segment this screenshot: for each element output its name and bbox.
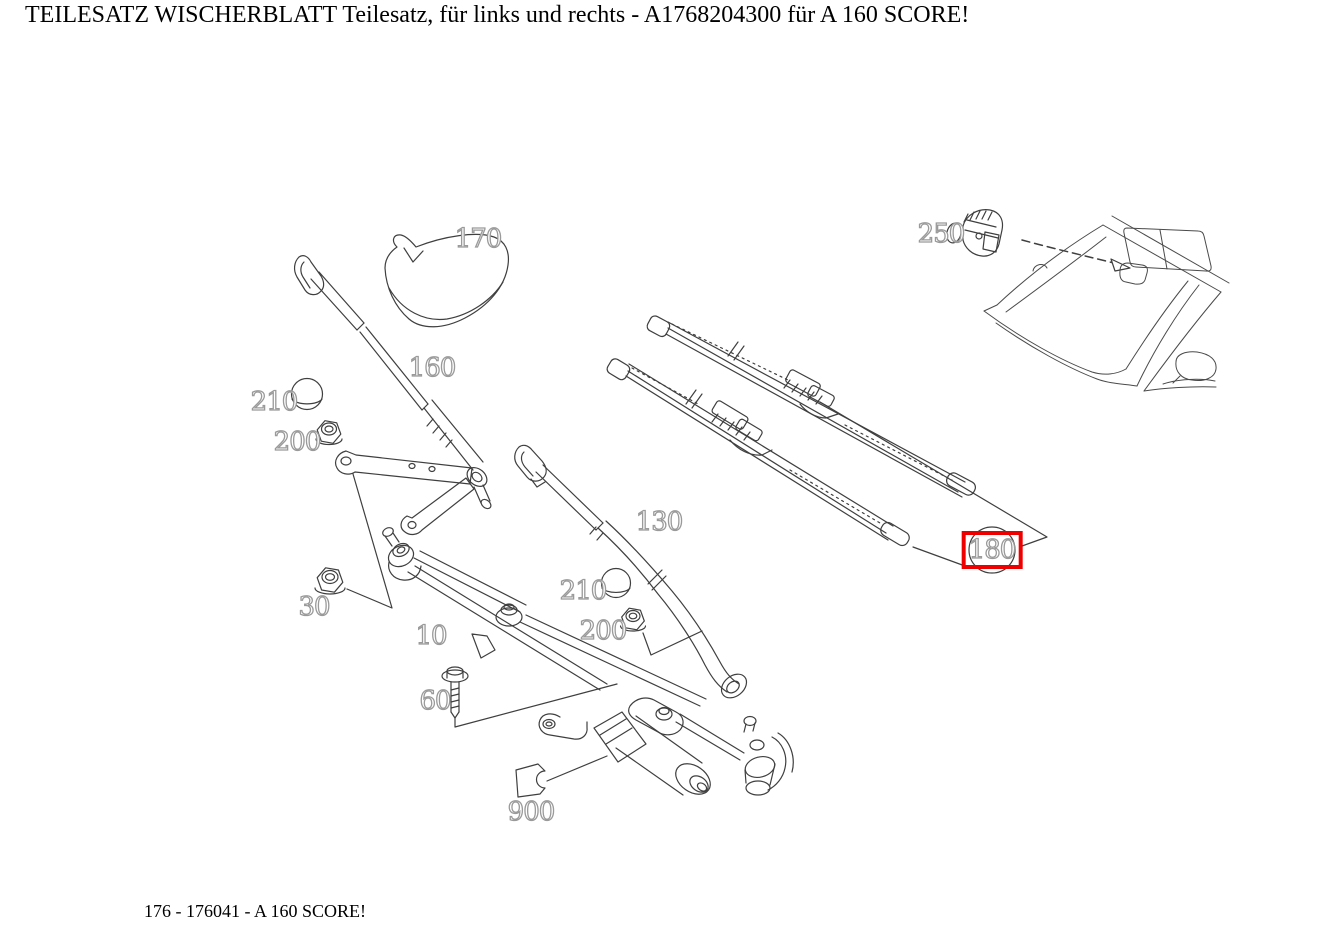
part-label-250[interactable]: 250 bbox=[917, 218, 966, 249]
leader-lines-180 bbox=[819, 401, 1048, 567]
part-circle-180 bbox=[968, 526, 1016, 574]
part-label-170[interactable]: 170 bbox=[454, 223, 503, 254]
wiper-blade-lower-part bbox=[606, 358, 910, 547]
part-label-210-left[interactable]: 210 bbox=[250, 386, 299, 417]
arm-cap-170-part bbox=[384, 233, 510, 328]
wiper-blade-upper-part bbox=[646, 315, 977, 498]
spindle-cap-210-center-part bbox=[600, 567, 632, 599]
part-label-200-left[interactable]: 200 bbox=[273, 426, 322, 457]
footer-caption: 176 - 176041 - A 160 SCORE! bbox=[144, 901, 367, 921]
part-label-210-center[interactable]: 210 bbox=[559, 575, 608, 606]
part-label-130[interactable]: 130 bbox=[635, 506, 684, 537]
car-windshield-sketch bbox=[983, 215, 1230, 392]
wiper-arm-130-part bbox=[514, 444, 748, 699]
nut-200-center-part bbox=[619, 607, 703, 656]
part-label-30[interactable]: 30 bbox=[298, 591, 331, 622]
spindle-cap-210-left-part bbox=[290, 377, 324, 411]
linkage-frame-10-part bbox=[382, 527, 794, 796]
part-label-60[interactable]: 60 bbox=[419, 685, 452, 716]
rain-sensor-250-part bbox=[946, 209, 1004, 257]
install-arrow bbox=[1021, 239, 1131, 272]
part-label-180-highlighted[interactable]: 180 bbox=[961, 531, 1023, 569]
page-title: TEILESATZ WISCHERBLATT Teilesatz, für li… bbox=[25, 2, 970, 28]
part-label-900[interactable]: 900 bbox=[507, 796, 556, 827]
nut-200-left-part bbox=[315, 420, 343, 446]
part-label-10[interactable]: 10 bbox=[415, 620, 448, 651]
wiper-motor-900-part bbox=[515, 697, 711, 798]
part-label-160[interactable]: 160 bbox=[408, 352, 457, 383]
part-label-200-center[interactable]: 200 bbox=[579, 615, 628, 646]
bolt-60-part bbox=[441, 666, 618, 728]
wiper-arm-160-part bbox=[293, 255, 492, 536]
nut-30-part bbox=[314, 473, 393, 609]
